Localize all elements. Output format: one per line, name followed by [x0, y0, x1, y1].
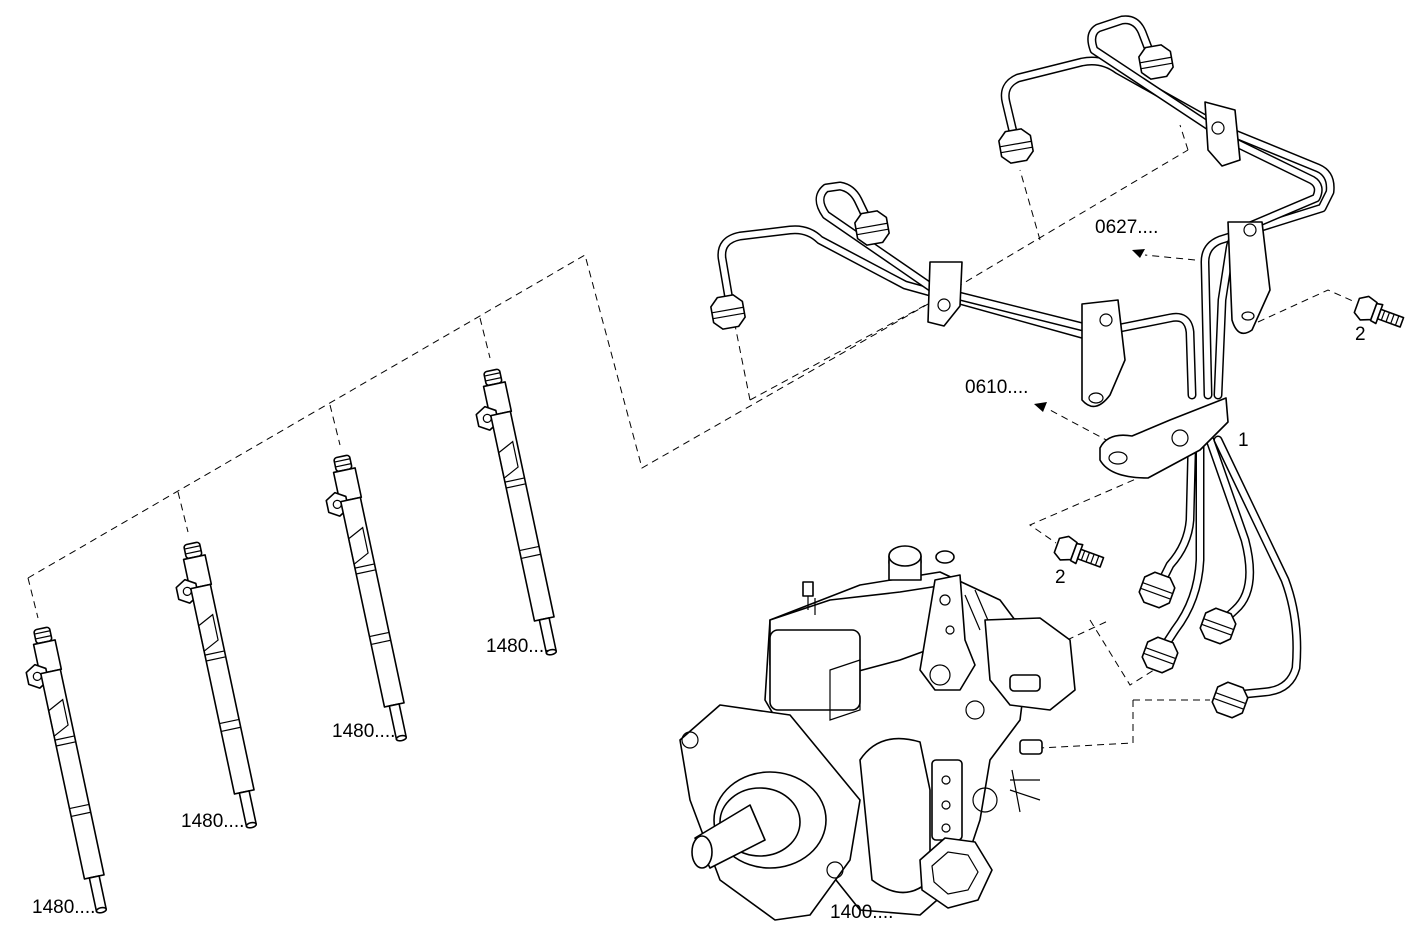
leader-lines	[27, 124, 1356, 749]
pipe-nut-5	[1135, 568, 1179, 612]
pipe-clamp-lower	[1099, 397, 1229, 479]
fuel-injector-2	[167, 540, 264, 834]
callout-injector-3: 1480....	[332, 721, 395, 742]
callout-injector-2: 1480....	[181, 811, 244, 832]
pipe-clamp-upper	[927, 101, 1241, 327]
arrow-bracket-upper	[1132, 249, 1145, 258]
callout-arrows	[1034, 249, 1145, 412]
callout-injector-1: 1480....	[32, 897, 95, 918]
fuel-injection-pump	[679, 545, 1076, 921]
callout-pipe-set: 1	[1238, 430, 1249, 451]
pipe-nut-4	[1136, 42, 1176, 82]
pipe-nut-8	[1208, 678, 1252, 722]
pipe-clamp-mid	[1081, 299, 1126, 408]
fuel-injector-1	[17, 625, 114, 919]
fuel-injector-4	[467, 367, 564, 661]
callout-bracket-lower: 0610....	[965, 377, 1028, 398]
callout-screw-lower: 2	[1055, 567, 1066, 588]
callout-bracket-upper: 0627....	[1095, 217, 1158, 238]
pipe-nut-6	[1138, 633, 1182, 677]
pipe-nut-3	[996, 126, 1036, 166]
pipe-nut-1	[708, 292, 748, 332]
arrow-bracket-lower	[1034, 402, 1047, 412]
injection-pipe-set	[708, 15, 1335, 722]
fuel-injector-3	[317, 453, 414, 747]
callout-screw-upper: 2	[1355, 324, 1366, 345]
callout-pump: 1400....	[830, 902, 893, 923]
pipe-clamp-right	[1227, 221, 1271, 335]
callout-injector-4: 1480....	[486, 636, 549, 657]
